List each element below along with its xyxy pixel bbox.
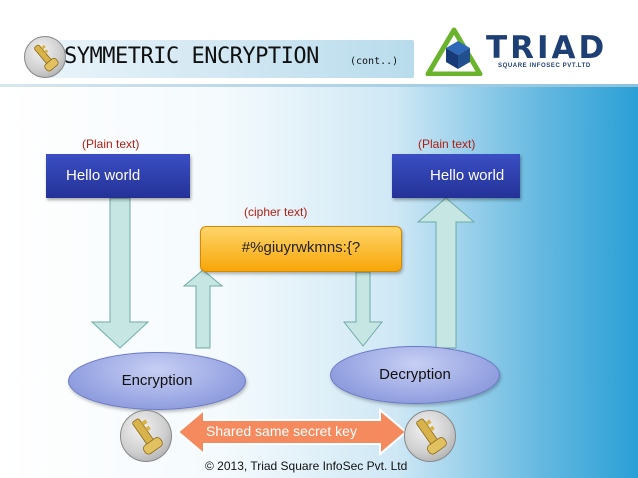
slide-background: [0, 84, 638, 478]
key-icon: [120, 410, 172, 462]
plaintext-right-label: (Plain text): [418, 137, 476, 151]
triad-cube-logo-icon: [425, 27, 483, 76]
arrow-encryption-to-cipher: [182, 269, 224, 349]
logo-subtext: SQUARE INFOSEC PVT.LTD: [498, 63, 591, 69]
page-title-suffix: (cont..): [350, 56, 399, 67]
key-icon: [24, 36, 66, 78]
decryption-node: Decryption: [330, 346, 500, 404]
page-title: SYMMETRIC ENCRYPTION: [64, 44, 319, 69]
ciphertext-label: (cipher text): [244, 205, 308, 219]
arrow-decryption-to-plaintext: [416, 197, 476, 349]
shared-key-label: Shared same secret key: [206, 423, 357, 439]
key-icon: [404, 410, 456, 462]
arrow-cipher-to-decryption: [342, 271, 384, 347]
footer-copyright: © 2013, Triad Square InfoSec Pvt. Ltd: [205, 459, 408, 473]
plaintext-left-label: (Plain text): [82, 137, 140, 151]
plaintext-right-box: Hello world: [392, 154, 520, 198]
encryption-node: Encryption: [68, 352, 246, 410]
logo-text: TRIAD: [486, 30, 608, 66]
arrow-plaintext-to-encryption: [90, 197, 150, 349]
title-bar: [44, 40, 414, 78]
ciphertext-box: #%giuyrwkmns:{?: [200, 226, 402, 272]
header-divider: [0, 84, 638, 87]
plaintext-left-box: Hello world: [46, 154, 190, 198]
